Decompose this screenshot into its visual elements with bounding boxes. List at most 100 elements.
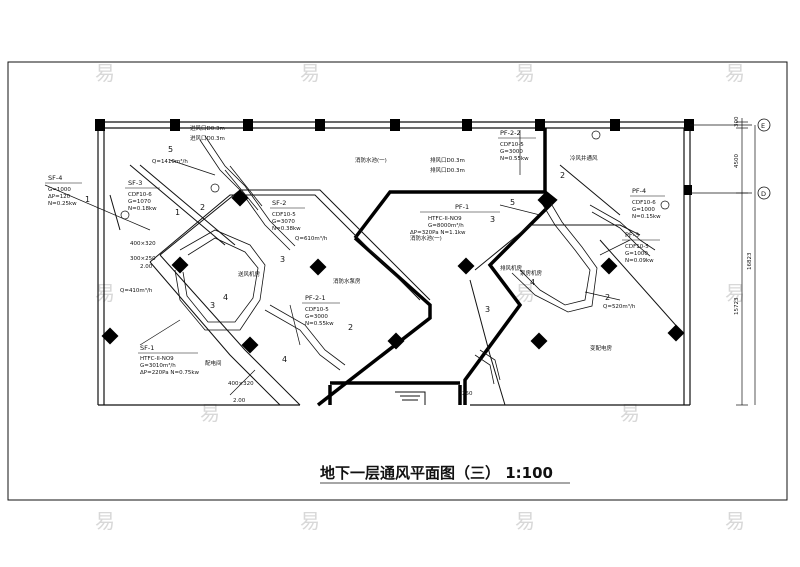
- equipment-pf22: PF-2-2 CDF10-5 G=3000 N=0.55kw: [498, 129, 536, 162]
- callout-4b: 4: [282, 355, 287, 364]
- room-fan-right: 排风机房: [500, 264, 523, 272]
- dimension-text: 300 4500 16823 15723: [734, 116, 753, 315]
- tag-pf22: PF-2-2: [500, 129, 521, 137]
- watermark: 易: [725, 61, 745, 85]
- room-transform: 变配电房: [590, 344, 613, 352]
- note-flow-right: Q=520m³/h: [603, 303, 636, 310]
- room-pump: 泵房机房: [520, 269, 543, 277]
- watermark: 易: [620, 401, 640, 425]
- sf2-line2: G=3070: [272, 219, 295, 225]
- note-air-top-4: 排风口D0.3m: [430, 166, 465, 174]
- note-flow-left: Q=1410m³/h: [152, 158, 188, 165]
- equipment-pf1: PF-1 HTFC-II-NO9 G=8000m³/h ΔP=320Pa N=1…: [410, 203, 500, 236]
- axis-bubbles: E D: [757, 118, 771, 200]
- callout-3b: 3: [485, 305, 490, 314]
- pf3-line3: N=0.09kw: [625, 258, 654, 264]
- leader-lines: [44, 130, 631, 396]
- room-labels: 消防水池(一) 消防水池(一) 消防水泵房 泵房机房 变配电房 配电间 送风机房…: [205, 154, 613, 367]
- equipment-sf2: SF-2 CDF10-5 G=3070 N=0.38kw: [270, 199, 305, 232]
- axis-label-d: D: [761, 190, 766, 198]
- watermark: 易: [95, 281, 115, 305]
- equipment-pf4: PF-4 CDF10-6 G=1000 N=0.15kw: [630, 187, 665, 220]
- pf4-line2: G=1000: [632, 207, 655, 213]
- section-markers: [120, 130, 670, 220]
- sf1-line3: ΔP=220Pa N=0.75kw: [140, 370, 200, 376]
- sf3-line2: G=1070: [128, 199, 151, 205]
- note-flow-left2: Q=410m³/h: [120, 287, 153, 294]
- room-fan-left: 送风机房: [238, 270, 261, 278]
- room-fire-pool-1: 消防水池(一): [355, 156, 387, 164]
- pf22-line1: CDF10-5: [500, 142, 524, 148]
- equipment-sf4: SF-4 G=1000 ΔP=120 N=0.25kw: [45, 174, 82, 207]
- pf3-line2: G=1000: [625, 251, 648, 257]
- pf22-line2: G=3000: [500, 149, 523, 155]
- tag-pf4: PF-4: [632, 187, 646, 195]
- pf1-line3: ΔP=320Pa N=1.1kw: [410, 230, 466, 236]
- sheet-border: [7, 61, 788, 501]
- watermark: 易: [725, 281, 745, 305]
- sf1-line1: HTFC-II-NO9: [140, 356, 174, 362]
- watermark: 易: [95, 509, 115, 533]
- pf21-line3: N=0.55kw: [305, 321, 334, 327]
- note-air-top-1: 进风口D0.3m: [190, 124, 225, 132]
- drawing-title: 地下一层通风平面图（三） 1:100: [320, 464, 553, 482]
- room-fire-pool-2: 消防水池(一): [410, 234, 442, 242]
- sf4-line3: N=0.25kw: [48, 201, 77, 207]
- callout-5b: 5: [510, 198, 515, 207]
- pf21-line1: CDF10-5: [305, 307, 329, 313]
- callout-2d: 2: [560, 171, 565, 180]
- note-duct-a: 400×320: [130, 241, 156, 247]
- equipment-pf3: PF-3 CDF10-5 G=1000 N=0.09kw: [622, 231, 660, 264]
- axis-label-e: E: [761, 122, 765, 130]
- sf2-line3: N=0.38kw: [272, 226, 301, 232]
- watermark: 易: [200, 401, 220, 425]
- pf3-line1: CDF10-5: [625, 244, 649, 250]
- dim-mid: 4500: [734, 154, 740, 168]
- watermark: 易: [515, 281, 535, 305]
- callout-1b: 1: [175, 208, 180, 217]
- equipment-tags: SF-4 G=1000 ΔP=120 N=0.25kw SF-3 CDF10-6…: [45, 129, 665, 376]
- watermark: 易: [300, 509, 320, 533]
- callout-2c: 2: [605, 293, 610, 302]
- callout-3c: 3: [490, 215, 495, 224]
- equipment-pf21: PF-2-1 CDF10-5 G=3000 N=0.55kw: [302, 294, 340, 327]
- note-elev-b: 2.00: [233, 398, 246, 404]
- sf4-line2: ΔP=120: [48, 194, 71, 200]
- callout-3: 3: [210, 301, 215, 310]
- thick-walls: [316, 128, 558, 407]
- watermark-layer: 易 易 易 易 易 易 易 易 易 易 易 易 易: [95, 61, 745, 533]
- watermark: 易: [300, 61, 320, 85]
- pf4-line3: N=0.15kw: [632, 214, 661, 220]
- dim-total: 16823: [747, 252, 753, 270]
- callout-2b: 2: [348, 323, 353, 332]
- pf1-line1: HTFC-II-NO9: [428, 216, 462, 222]
- sf1-line2: G=3010m³/h: [140, 362, 176, 369]
- sf3-line1: CDF10-6: [128, 192, 152, 198]
- watermark: 易: [515, 61, 535, 85]
- callout-4c: 4: [530, 278, 535, 287]
- callout-5: 5: [168, 145, 173, 154]
- structural-columns: [95, 119, 694, 195]
- room-fire-pump: 消防水泵房: [333, 277, 361, 285]
- tag-pf3: PF-3: [625, 231, 639, 239]
- pf4-line1: CDF10-6: [632, 200, 656, 206]
- callout-4: 4: [223, 293, 228, 302]
- room-electric: 配电间: [205, 359, 222, 367]
- tag-sf1: SF-1: [140, 344, 154, 352]
- note-elev-a: 2.00: [140, 264, 153, 270]
- pf21-line2: G=3000: [305, 314, 328, 320]
- watermark: 易: [95, 61, 115, 85]
- equipment-sf3: SF-3 CDF10-6 G=1070 N=0.18kw: [125, 179, 160, 212]
- tag-sf3: SF-3: [128, 179, 142, 187]
- sf3-line3: N=0.18kw: [128, 206, 157, 212]
- dim-low: 15723: [734, 297, 740, 315]
- tag-pf21: PF-2-1: [305, 294, 326, 302]
- duct-runs: [174, 135, 656, 385]
- note-air-top-2: 进风口D0.3m: [190, 134, 225, 142]
- sf2-line1: CDF10-5: [272, 212, 296, 218]
- room-shaft: 冷风井通风: [570, 154, 598, 162]
- drawing-notes: 进风口D0.3m 进风口D0.3m 排风口D0.3m 排风口D0.3m Q=14…: [120, 124, 636, 404]
- note-flow-mid: Q=610m³/h: [295, 235, 328, 242]
- watermark: 易: [725, 509, 745, 533]
